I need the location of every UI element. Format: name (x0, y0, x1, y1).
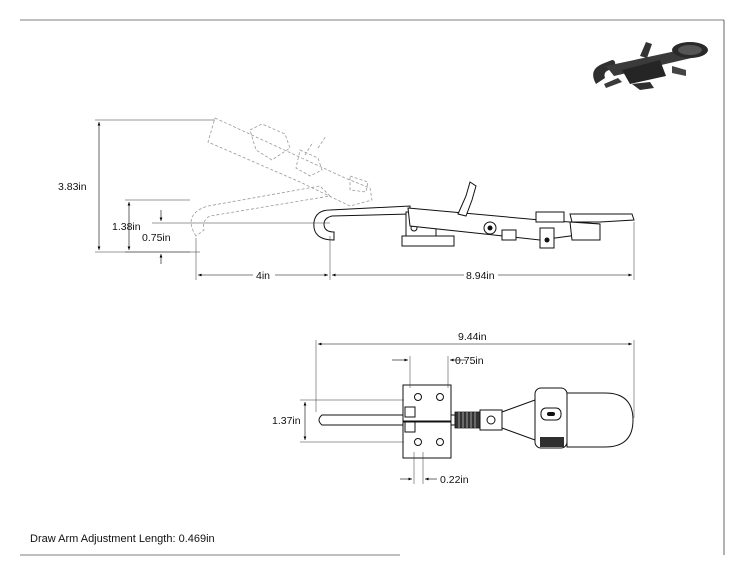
side-view-closed-position (313, 181, 635, 249)
top-view: 9.44in 0.75in 1.37in 0.22in (272, 331, 635, 486)
dim-hole-spacing: 0.75in (455, 355, 484, 367)
dim-height-mid: 1.38in (112, 221, 141, 233)
side-view-open-position (190, 117, 373, 237)
side-view-horizontal-dims: 4in 8.94in (195, 222, 635, 282)
dim-height-low: 0.75in (142, 232, 171, 244)
sheet-border (20, 19, 725, 556)
isometric-thumbnail (593, 42, 708, 90)
adjustment-note: Draw Arm Adjustment Length: 0.469in (30, 533, 215, 545)
dim-length-travel: 4in (256, 270, 270, 282)
side-view-vertical-dims: 3.83in 1.38in 0.75in (58, 119, 330, 264)
dim-height-total: 3.83in (58, 181, 87, 193)
side-view: 3.83in 1.38in 0.75in 4in 8.94in (58, 117, 635, 282)
top-view-assembly (318, 384, 634, 459)
dim-width: 1.37in (272, 415, 301, 427)
dim-offset: 0.22in (440, 474, 469, 486)
top-view-dims: 9.44in 0.75in 1.37in 0.22in (272, 331, 635, 486)
dim-length-total: 8.94in (466, 270, 495, 282)
dim-top-length-total: 9.44in (458, 331, 487, 343)
